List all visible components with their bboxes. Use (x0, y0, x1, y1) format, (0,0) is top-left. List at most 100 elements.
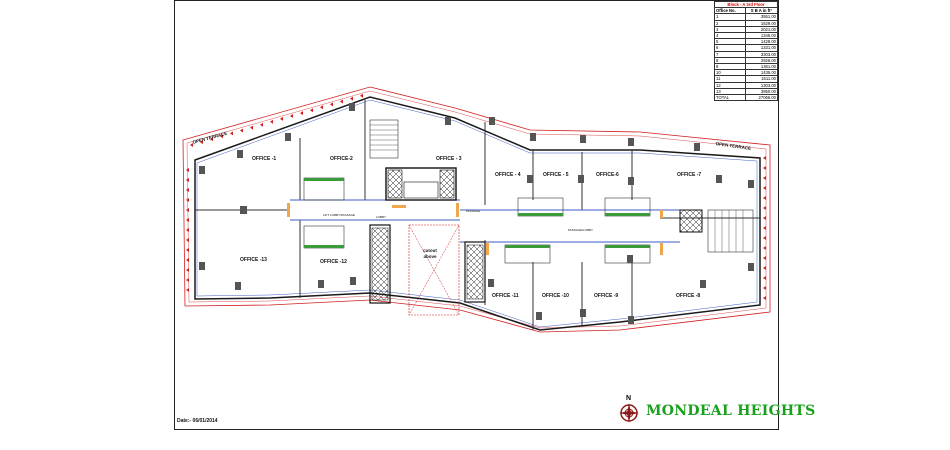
office-13-label: OFFICE -13 (240, 257, 267, 263)
office-2-label: OFFICE-2 (330, 156, 353, 162)
railing-post (210, 137, 213, 142)
railing-post (186, 218, 189, 222)
railing-post (763, 186, 766, 190)
drawing-date: Date:- 06/01/2014 (177, 418, 218, 424)
office-4-label: OFFICE - 4 (495, 172, 521, 178)
cutout-void (408, 224, 460, 316)
railing-post (186, 268, 189, 272)
office-area: 3551.00 (744, 13, 779, 21)
railing-post (186, 208, 189, 212)
building-outline (194, 96, 761, 331)
office-area: 1629.00 (744, 19, 779, 27)
railing-post (186, 228, 189, 232)
office-1-label: OFFICE -1 (252, 156, 277, 162)
office-area: 2021.00 (744, 25, 779, 34)
office-area: 2926.00 (744, 56, 779, 65)
office-6-label: OFFICE-6 (596, 172, 619, 178)
railing-post (763, 236, 766, 240)
passage-label: PASSAGE (466, 209, 481, 213)
brand-logo-text: MONDEAL HEIGHTS (646, 403, 816, 419)
railing-post (280, 116, 283, 121)
railing-post (260, 122, 263, 127)
railing-post (190, 143, 193, 147)
railing-post (763, 206, 766, 210)
north-compass-icon: N (619, 395, 639, 423)
railing-posts (186, 93, 766, 300)
office-3-label: OFFICE - 3 (436, 156, 462, 162)
drawing-sheet (174, 0, 779, 430)
railing-post (200, 140, 203, 145)
building-outline-blue (196, 99, 758, 328)
railing-post (186, 238, 189, 242)
col-header-area: S B A in ft² (744, 7, 779, 15)
railing-post (250, 125, 253, 130)
lift-shafts (369, 167, 703, 304)
railing-post (763, 246, 766, 250)
office-area: 1303.00 (744, 81, 779, 89)
office-area: 1511.00 (744, 75, 779, 83)
railing-post (320, 105, 323, 110)
railing-post (763, 176, 766, 180)
cutout-label: cutout above (423, 248, 437, 259)
railing-post (186, 168, 189, 172)
railing-post (350, 96, 353, 101)
office-12-label: OFFICE -12 (320, 259, 347, 265)
railing-post (186, 198, 189, 202)
office-area: 1435.00 (744, 69, 779, 77)
railing-post (763, 256, 766, 260)
door-openings (287, 203, 663, 255)
railing-post (763, 276, 766, 280)
railing-post (763, 216, 766, 220)
railing-post (186, 248, 189, 252)
columns (199, 103, 754, 324)
office-7-label: OFFICE -7 (677, 172, 702, 178)
railing-post (186, 178, 189, 182)
toilet-blocks (303, 177, 651, 264)
railing-post (186, 258, 189, 262)
area-schedule-table: Block - A 3rd Floor Office No. S B A in … (714, 0, 779, 102)
railing-post (220, 134, 223, 139)
railing-post (360, 93, 363, 98)
office-10-label: OFFICE -10 (542, 293, 569, 299)
table-title: Block - A 3rd Floor (714, 0, 778, 9)
railing-post (186, 288, 189, 292)
railing-post (300, 111, 303, 116)
office-area: 3950.00 (744, 87, 779, 96)
office-8-label: OFFICE -8 (676, 293, 701, 299)
railing-post (240, 128, 243, 133)
railing-post (763, 156, 766, 160)
compass-label: N (626, 395, 631, 402)
railing-post (763, 196, 766, 200)
railing-post (763, 226, 766, 230)
corridor-left-label: LIFT LOBBY/PASSAGE (323, 213, 355, 217)
terrace-outline (182, 86, 771, 333)
lobby-label: LOBBY (376, 215, 387, 219)
terrace-outline-inner (186, 90, 767, 329)
railing-post (340, 99, 343, 104)
office-5-label: OFFICE - 5 (543, 172, 569, 178)
office-area: 1345.00 (744, 31, 779, 40)
staircase-top (369, 119, 399, 159)
office-11-label: OFFICE -11 (492, 293, 519, 299)
railing-post (230, 131, 233, 136)
railing-post (186, 278, 189, 282)
railing-post (763, 296, 766, 300)
office-area: 1428.00 (744, 38, 779, 46)
railing-post (186, 188, 189, 192)
office-area: 1331.00 (744, 44, 779, 52)
railing-post (763, 286, 766, 290)
staircase-right (707, 209, 754, 253)
railing-post (763, 166, 766, 170)
corridor-right-label: PASSAGE/LOBBY (568, 228, 593, 232)
office-9-label: OFFICE -9 (594, 293, 619, 299)
